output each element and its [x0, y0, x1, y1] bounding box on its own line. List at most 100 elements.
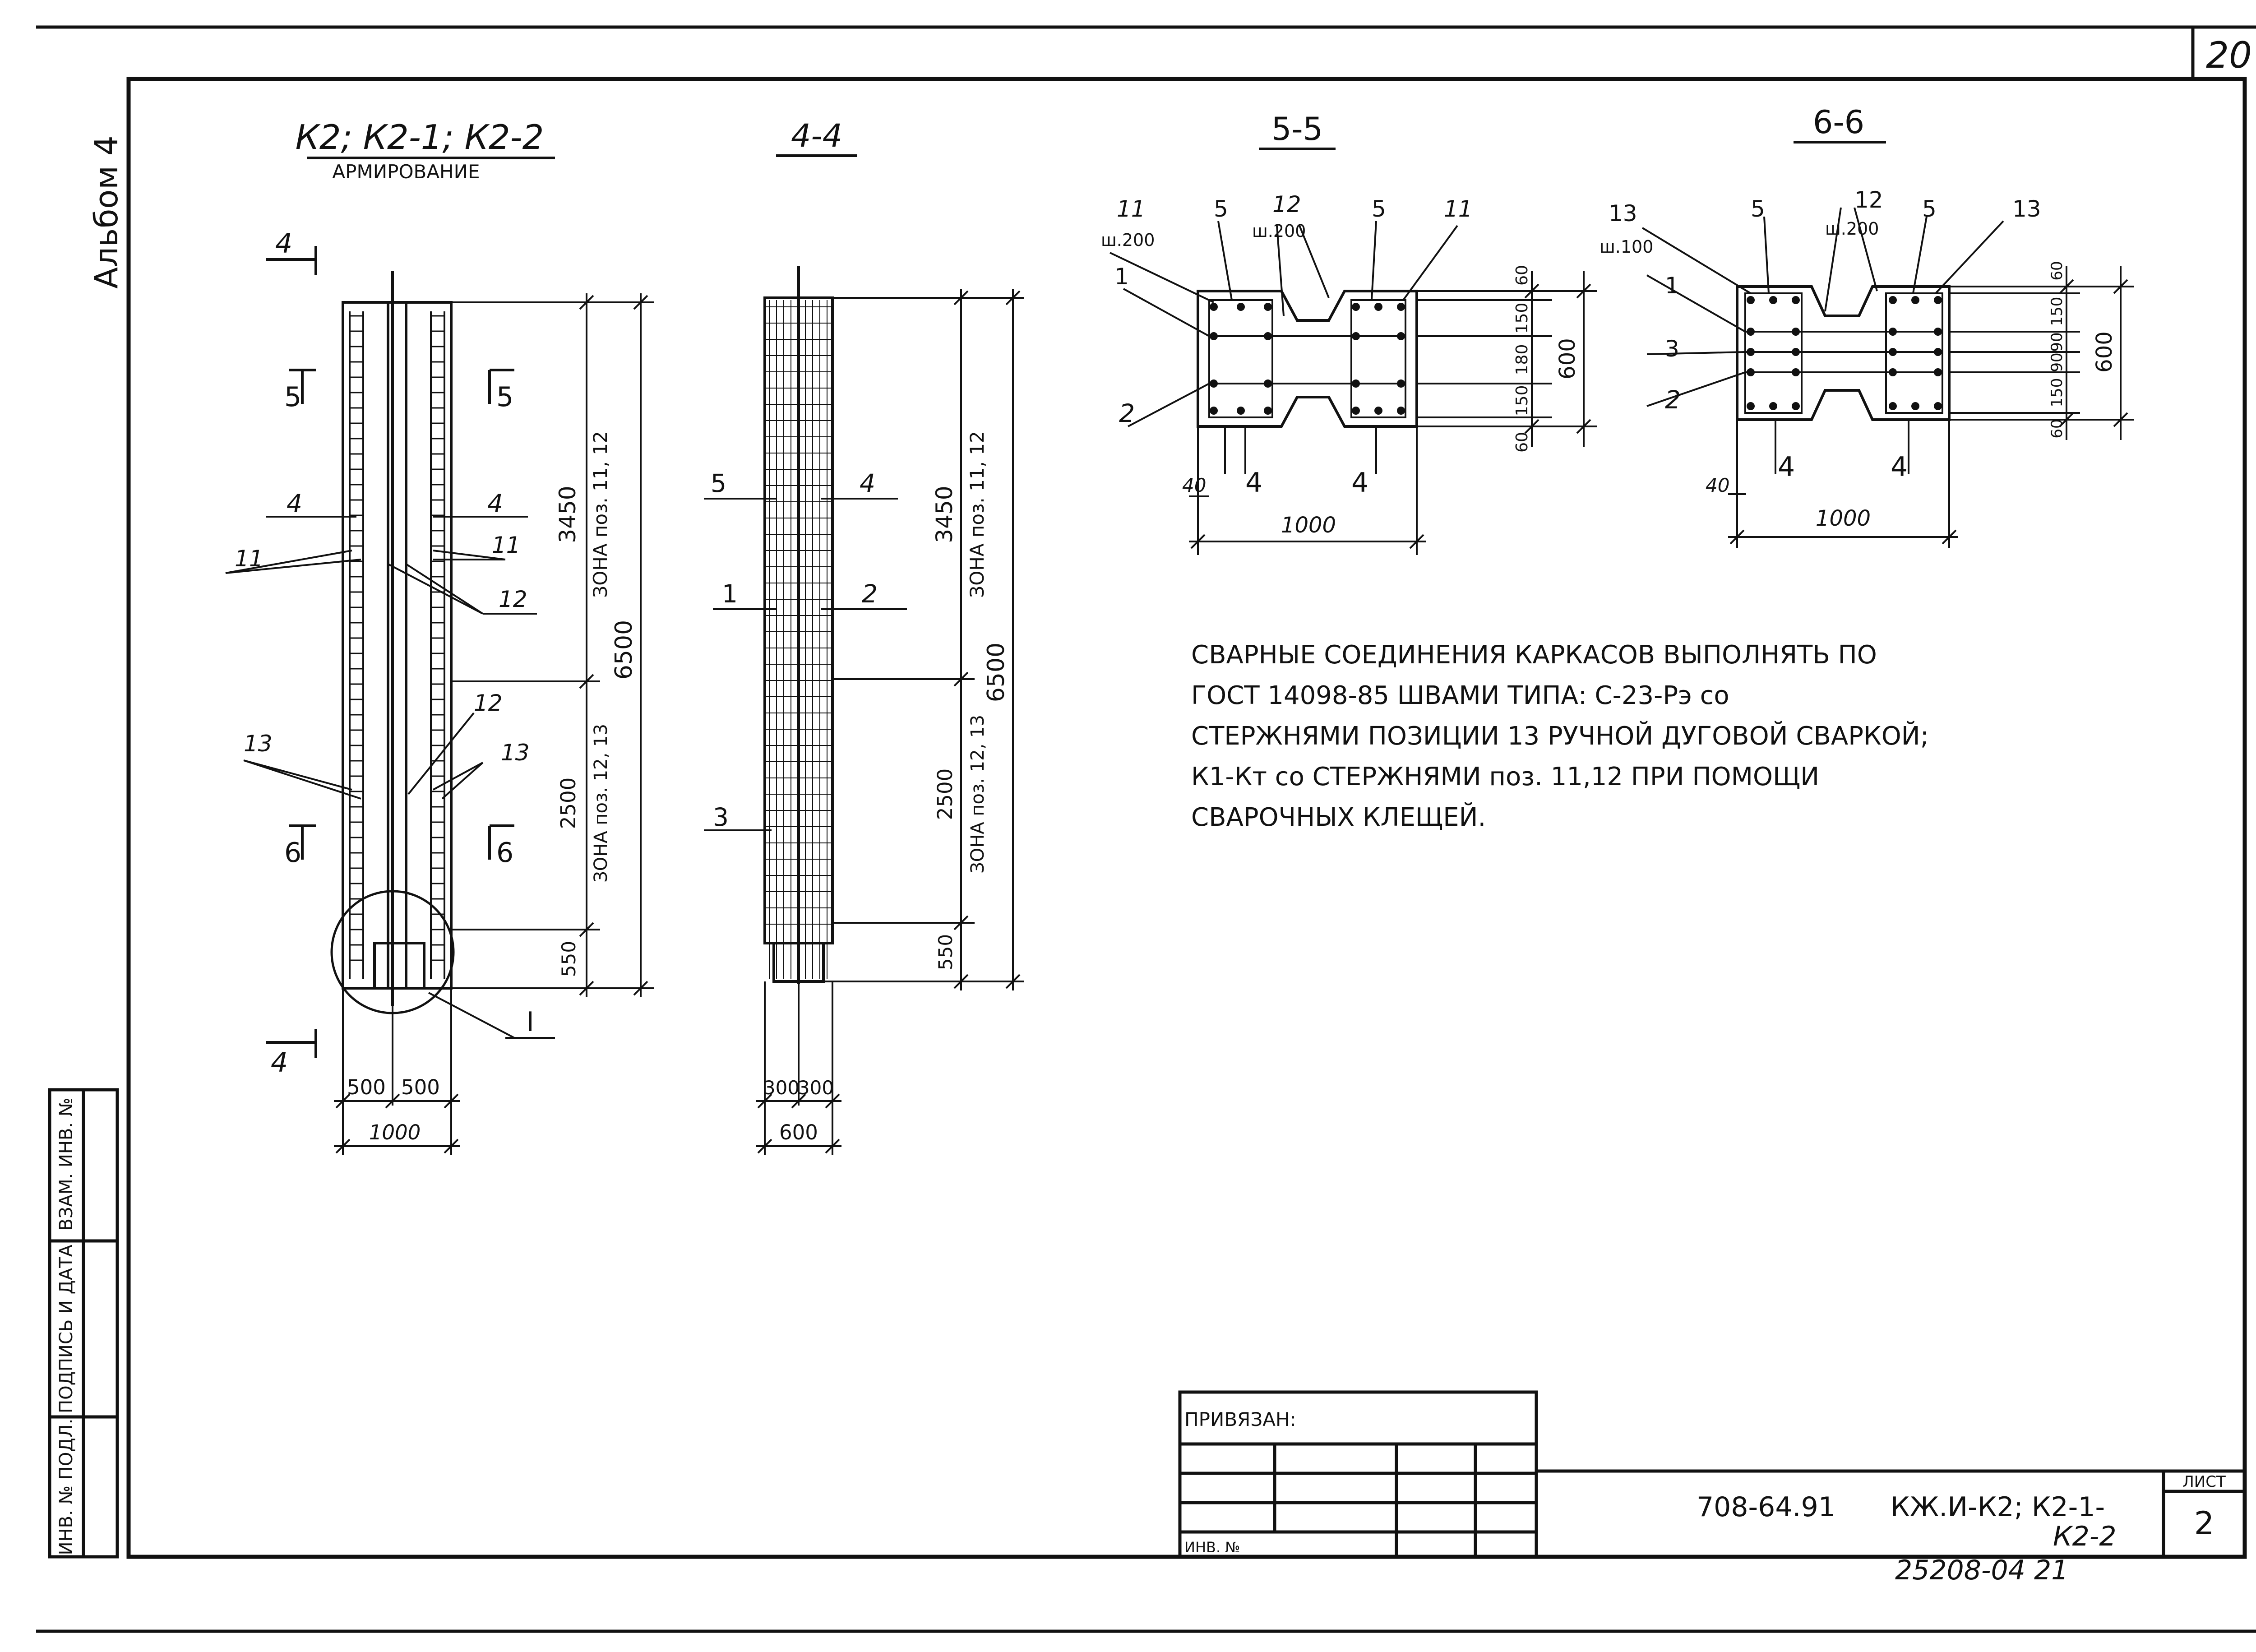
sec44-callout-4: 4	[860, 469, 875, 498]
sec55-callout-4-left: 4	[1245, 467, 1262, 499]
rebar-dot	[1397, 332, 1405, 340]
elevation-view: К2; К2-1; К2-2 АРМИРОВАНИЕ I	[225, 117, 654, 1155]
stamp-code: 708-64.91	[1697, 1491, 1835, 1523]
section-5-5-view: 5-5 11 ш.200 5 12 ш.200 5 11	[1101, 111, 1597, 555]
sec44-callout-1: 1	[722, 579, 738, 608]
side-stamp-sign: ПОДПИСЬ И ДАТА	[56, 1244, 77, 1413]
elev-dim-1000: 1000	[369, 1120, 421, 1144]
sec66-callout-13-right: 13	[2012, 196, 2041, 222]
sheet-frame	[36, 25, 2256, 1633]
section-4-4-view: 4-4 5 4 1 2 3	[704, 117, 1024, 1155]
sec44-callout-3: 3	[713, 803, 729, 832]
sec55-callout-12: 12	[1272, 191, 1301, 217]
elev-callout-13-right: 13	[501, 740, 530, 766]
rebar-dot	[1397, 407, 1405, 415]
elev-dim-6500: 6500	[610, 620, 638, 680]
rebar-dot	[1792, 402, 1800, 410]
stamp-privyazan: ПРИВЯЗАН:	[1184, 1408, 1296, 1430]
side-stamp	[48, 1088, 119, 1559]
sec55-dim-40: 40	[1182, 474, 1206, 496]
rebar-dot	[1374, 303, 1382, 311]
sec66-dim-60-top: 60	[2048, 261, 2066, 280]
stamp-bottom-code: 25208-04 21	[1895, 1555, 2068, 1586]
sec44-dim-300-left: 300	[763, 1077, 800, 1099]
elev-secmark-4-top: 4	[275, 228, 292, 259]
rebar-dot	[1889, 296, 1897, 304]
sec44-dim-300-right: 300	[798, 1077, 834, 1099]
sec44-callout-2: 2	[862, 579, 878, 608]
stamp-sheet-number: 2	[2194, 1505, 2214, 1542]
sec44-dim-6500: 6500	[983, 643, 1010, 702]
elev-dim-zone-12-13: ЗОНА поз. 12, 13	[591, 724, 611, 883]
side-stamp-vzam: ВЗАМ. ИНВ. №	[56, 1098, 77, 1231]
elev-dim-500-left: 500	[347, 1075, 386, 1099]
rebar-dot	[1397, 303, 1405, 311]
note-line-1: СВАРНЫЕ СОЕДИНЕНИЯ КАРКАСОВ ВЫПОЛНЯТЬ ПО	[1191, 640, 1877, 670]
rebar-dot	[1889, 402, 1897, 410]
rebar-dot	[1769, 402, 1777, 410]
sec55-callout-1: 1	[1114, 264, 1129, 290]
elev-dim-zone-11-12: ЗОНА поз. 11, 12	[589, 431, 611, 597]
elev-callout-11-right: 11	[492, 532, 521, 558]
rebar-dot	[1352, 303, 1360, 311]
rebar-dot	[1934, 348, 1942, 356]
rebar-dot	[1237, 407, 1245, 415]
sec55-callout-2: 2	[1119, 399, 1135, 428]
note-line-5: СВАРОЧНЫХ КЛЕЩЕЙ.	[1191, 802, 1486, 832]
rebar-dot	[1210, 379, 1218, 388]
rebar-dot	[1264, 303, 1272, 311]
rebar-dot	[1210, 332, 1218, 340]
sec55-spacing-mid: ш.200	[1252, 221, 1306, 241]
elev-callout-12-right: 12	[499, 586, 527, 612]
elev-callout-4-left: 4	[287, 489, 302, 518]
rebar-dot	[1889, 348, 1897, 356]
rebar-dot	[1264, 407, 1272, 415]
sec55-callout-11-left: 11	[1117, 196, 1146, 222]
sec66-callout-4-right: 4	[1891, 451, 1908, 483]
rebar-dot	[1352, 332, 1360, 340]
rebar-dot	[1911, 296, 1919, 304]
sec55-dim-180: 180	[1513, 344, 1531, 375]
rebar-dot	[1374, 407, 1382, 415]
section-5-5-title: 5-5	[1271, 111, 1323, 148]
sec66-dim-90-a: 90	[2048, 332, 2066, 352]
elev-secmark-4-bot: 4	[271, 1047, 288, 1078]
rebar-dot	[1934, 402, 1942, 410]
elev-secmark-5-left: 5	[284, 381, 301, 413]
sec44-dim-zone-12-13: ЗОНА поз. 12, 13	[967, 715, 988, 874]
sec44-callout-5: 5	[711, 469, 726, 498]
elev-callout-4-right: 4	[487, 489, 503, 518]
elev-callout-11-left: 11	[235, 546, 264, 572]
sec44-dim-600: 600	[779, 1120, 818, 1144]
rebar-dot	[1792, 368, 1800, 376]
sec55-dim-60-top: 60	[1513, 265, 1531, 286]
rebar-dot	[1769, 296, 1777, 304]
note-line-2: ГОСТ 14098-85 ШВАМИ ТИПА: С-23-Рэ со	[1191, 681, 1729, 710]
rebar-dot	[1911, 402, 1919, 410]
sec44-dim-550: 550	[934, 934, 957, 970]
elev-dim-500-right: 500	[401, 1075, 440, 1099]
sec66-callout-5-left: 5	[1751, 196, 1765, 222]
elevation-detail-callout: I	[526, 1006, 534, 1038]
elevation-subtitle: АРМИРОВАНИЕ	[332, 161, 480, 183]
rebar-dot	[1397, 379, 1405, 388]
sec66-dim-150-top: 150	[2048, 297, 2066, 326]
sec55-dim-60-bot: 60	[1513, 432, 1531, 453]
sec55-dim-150-top: 150	[1513, 303, 1531, 334]
sec55-dim-1000: 1000	[1281, 513, 1336, 538]
sec55-spacing-left: ш.200	[1101, 230, 1155, 250]
sec66-callout-2: 2	[1665, 385, 1681, 414]
elev-dim-550: 550	[558, 941, 580, 977]
sec66-callout-3: 3	[1665, 336, 1679, 362]
elev-callout-13-left: 13	[244, 731, 273, 757]
sec66-dim-90-b: 90	[2048, 352, 2066, 372]
rebar-dot	[1934, 368, 1942, 376]
elev-callout-12-mid: 12	[474, 690, 503, 716]
rebar-dot	[1747, 368, 1755, 376]
sec55-callout-5-left: 5	[1214, 196, 1228, 222]
stamp-sheet-label: ЛИСТ	[2182, 1473, 2226, 1491]
page-number: 20	[2206, 34, 2252, 76]
sec44-dim-3450: 3450	[931, 486, 957, 543]
note-line-4: К1-Кт со СТЕРЖНЯМИ поз. 11,12 ПРИ ПОМОЩИ	[1191, 762, 1819, 791]
